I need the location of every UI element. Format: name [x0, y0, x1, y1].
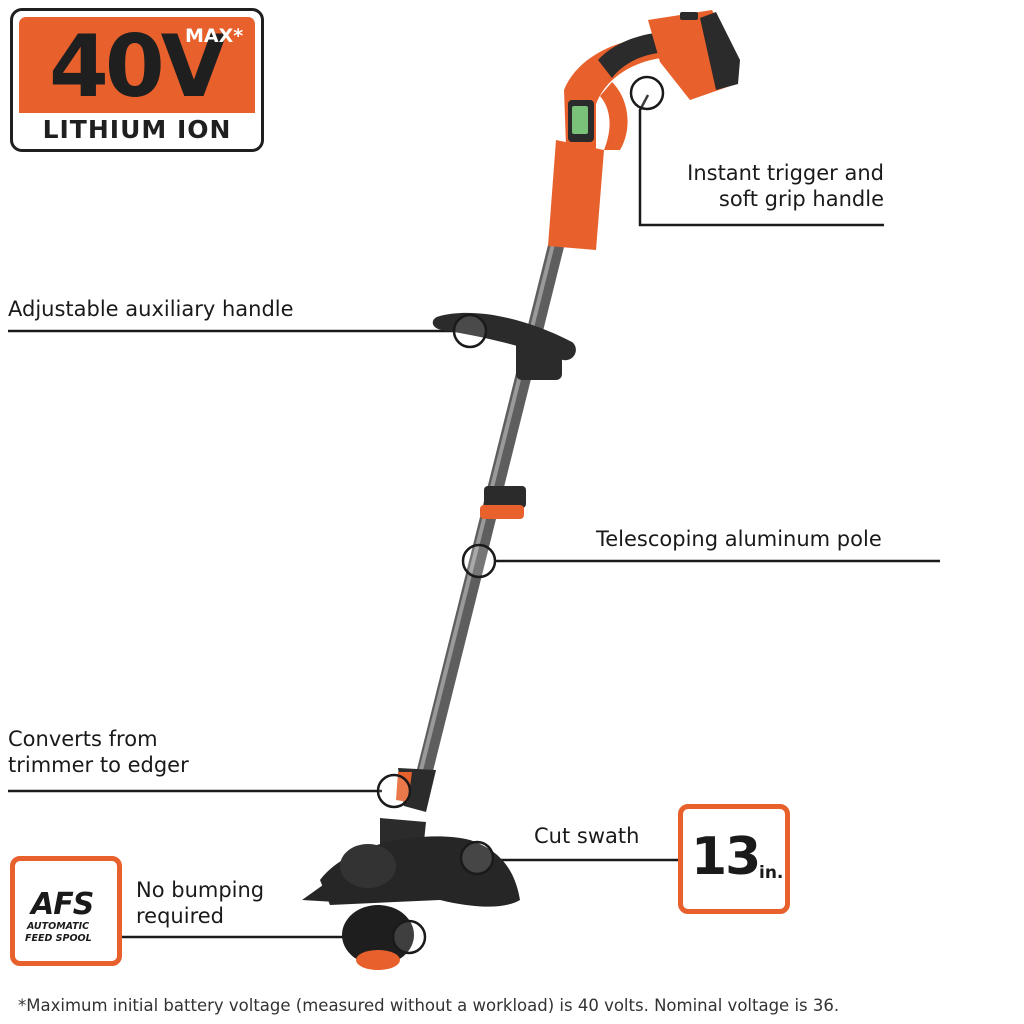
- bump-label: No bumping required: [136, 877, 264, 929]
- badge-chemistry: LITHIUM ION: [42, 115, 232, 144]
- trigger-label: Instant trigger and soft grip handle: [600, 160, 884, 212]
- bump-label-line2: required: [136, 904, 224, 928]
- afs-line2: FEED SPOOL: [25, 933, 92, 944]
- voltage-badge: 40V MAX* LITHIUM ION: [10, 8, 264, 152]
- edger-callout-circle: [376, 773, 412, 809]
- pole-collar: [480, 486, 526, 519]
- afs-callout-circle: [391, 919, 427, 955]
- edger-label: Converts from trimmer to edger: [8, 726, 189, 778]
- badge-max: MAX*: [185, 25, 244, 47]
- trigger-label-line2: soft grip handle: [718, 187, 884, 211]
- aux-handle-label: Adjustable auxiliary handle: [8, 297, 294, 321]
- afs-logo-box: AFS AUTOMATIC FEED SPOOL: [10, 856, 122, 966]
- pole-callout-circle: [461, 543, 497, 579]
- trigger-label-line1: Instant trigger and: [687, 161, 884, 185]
- badge-orange-panel: 40V MAX*: [19, 17, 255, 117]
- trigger-callout-circle: [629, 75, 665, 111]
- edger-label-line1: Converts from: [8, 727, 158, 751]
- bump-label-line1: No bumping: [136, 878, 265, 902]
- afs-line1: AUTOMATIC: [27, 921, 90, 932]
- swath-label: Cut swath: [534, 824, 640, 848]
- cut-swath-box: 13 in.: [678, 804, 790, 914]
- afs-logo: AFS: [31, 887, 94, 922]
- upper-housing: [548, 31, 680, 250]
- pole-label: Telescoping aluminum pole: [596, 527, 882, 551]
- callout-circles: [376, 75, 665, 955]
- footnote: *Maximum initial battery voltage (measur…: [18, 996, 840, 1015]
- edger-label-line2: trimmer to edger: [8, 753, 189, 777]
- auxiliary-handle: [432, 312, 576, 380]
- aux-callout-circle: [452, 313, 488, 349]
- swath-callout-circle: [459, 840, 495, 876]
- battery: [648, 10, 740, 100]
- swath-unit: in.: [759, 863, 784, 883]
- badge-voltage: 40V: [49, 17, 227, 117]
- callout-lines: [8, 94, 940, 939]
- trimmer-head: [302, 768, 520, 970]
- trigger-leader-line: [638, 94, 884, 227]
- swath-value: 13: [691, 827, 761, 887]
